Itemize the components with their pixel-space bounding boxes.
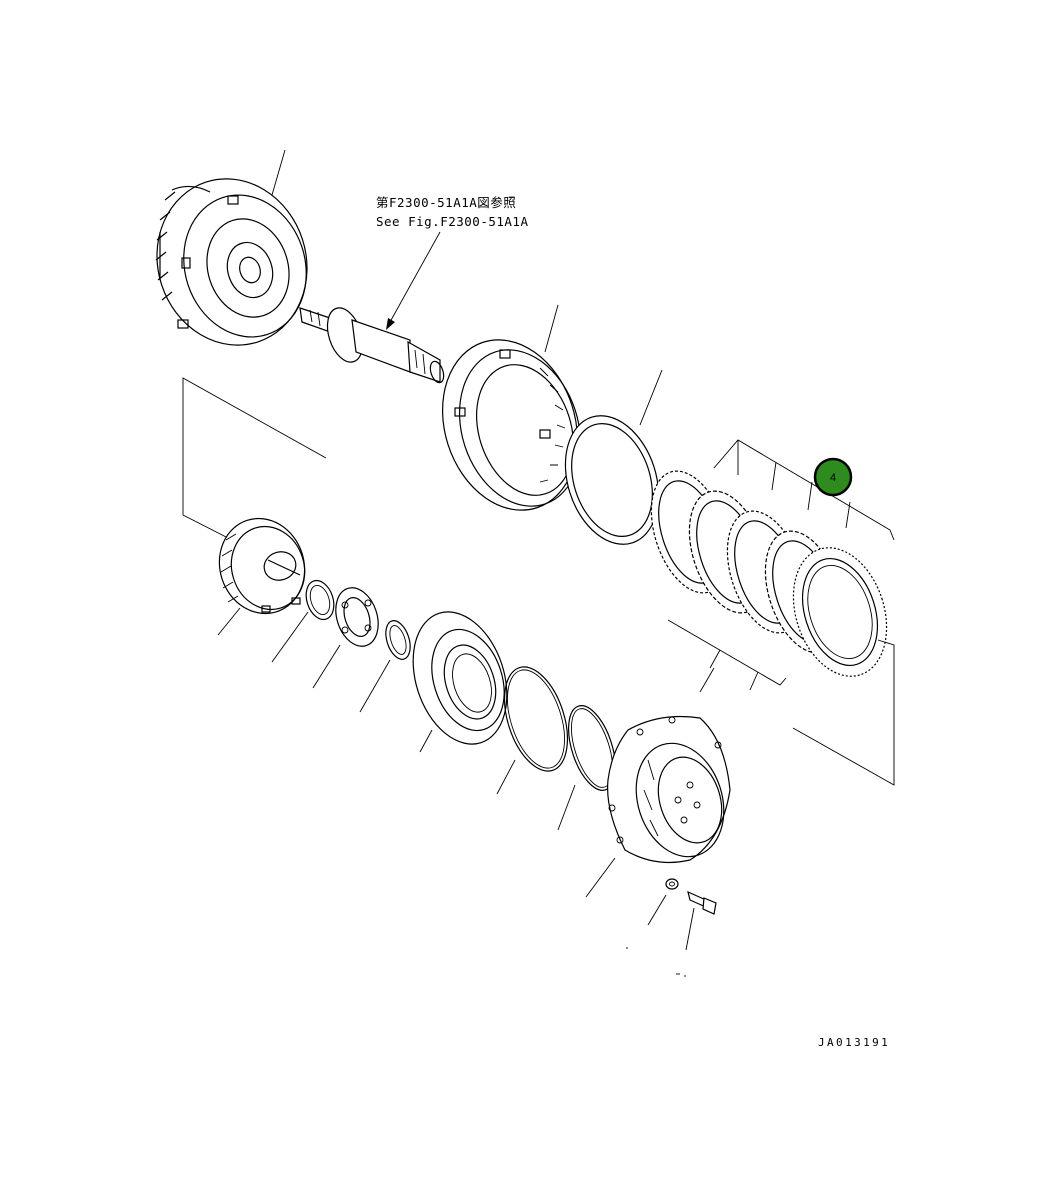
leader-line — [271, 149, 286, 196]
planet-carrier-gear[interactable] — [207, 507, 317, 624]
snap-ring[interactable] — [301, 577, 338, 623]
o-ring-large[interactable] — [493, 659, 580, 779]
leader-line — [496, 759, 516, 795]
drawing-code: JA013191 — [818, 1036, 890, 1049]
clutch-disc-stack[interactable] — [637, 461, 902, 688]
leader-line — [217, 607, 241, 636]
reference-note-en: See Fig.F2300-51A1A — [376, 214, 529, 229]
leader-line — [312, 644, 341, 689]
arrowhead-icon — [386, 318, 395, 330]
leader-line — [685, 907, 695, 951]
leader-line — [557, 784, 576, 831]
disc-group-bracket — [667, 439, 895, 693]
leader-line — [359, 659, 391, 713]
reference-note-jp: 第F2300-51A1A図参照 — [376, 195, 516, 210]
leader-line — [544, 304, 559, 353]
leader-line — [647, 894, 667, 926]
highlight-callout[interactable]: 4 — [813, 457, 853, 497]
clutch-piston[interactable] — [397, 600, 523, 757]
carrier-group-bracket — [182, 377, 327, 541]
leader-line — [419, 729, 433, 753]
snap-ring[interactable] — [381, 618, 414, 663]
clutch-drum-housing[interactable] — [136, 159, 329, 365]
output-shaft[interactable] — [299, 303, 446, 384]
leader-line — [639, 369, 663, 426]
leader-line — [792, 639, 895, 786]
ball-bearing[interactable] — [329, 582, 386, 651]
callout-label: 4 — [830, 472, 836, 484]
leader-line — [271, 611, 309, 663]
leader-line — [585, 857, 616, 898]
ring-gear-drum[interactable] — [421, 322, 600, 528]
thrust-plate[interactable] — [550, 404, 674, 557]
clutch-housing[interactable] — [607, 715, 738, 869]
washer[interactable] — [665, 878, 679, 890]
o-ring-small[interactable] — [559, 700, 624, 796]
reference-leader-line — [389, 231, 441, 323]
bolt[interactable] — [687, 890, 717, 915]
